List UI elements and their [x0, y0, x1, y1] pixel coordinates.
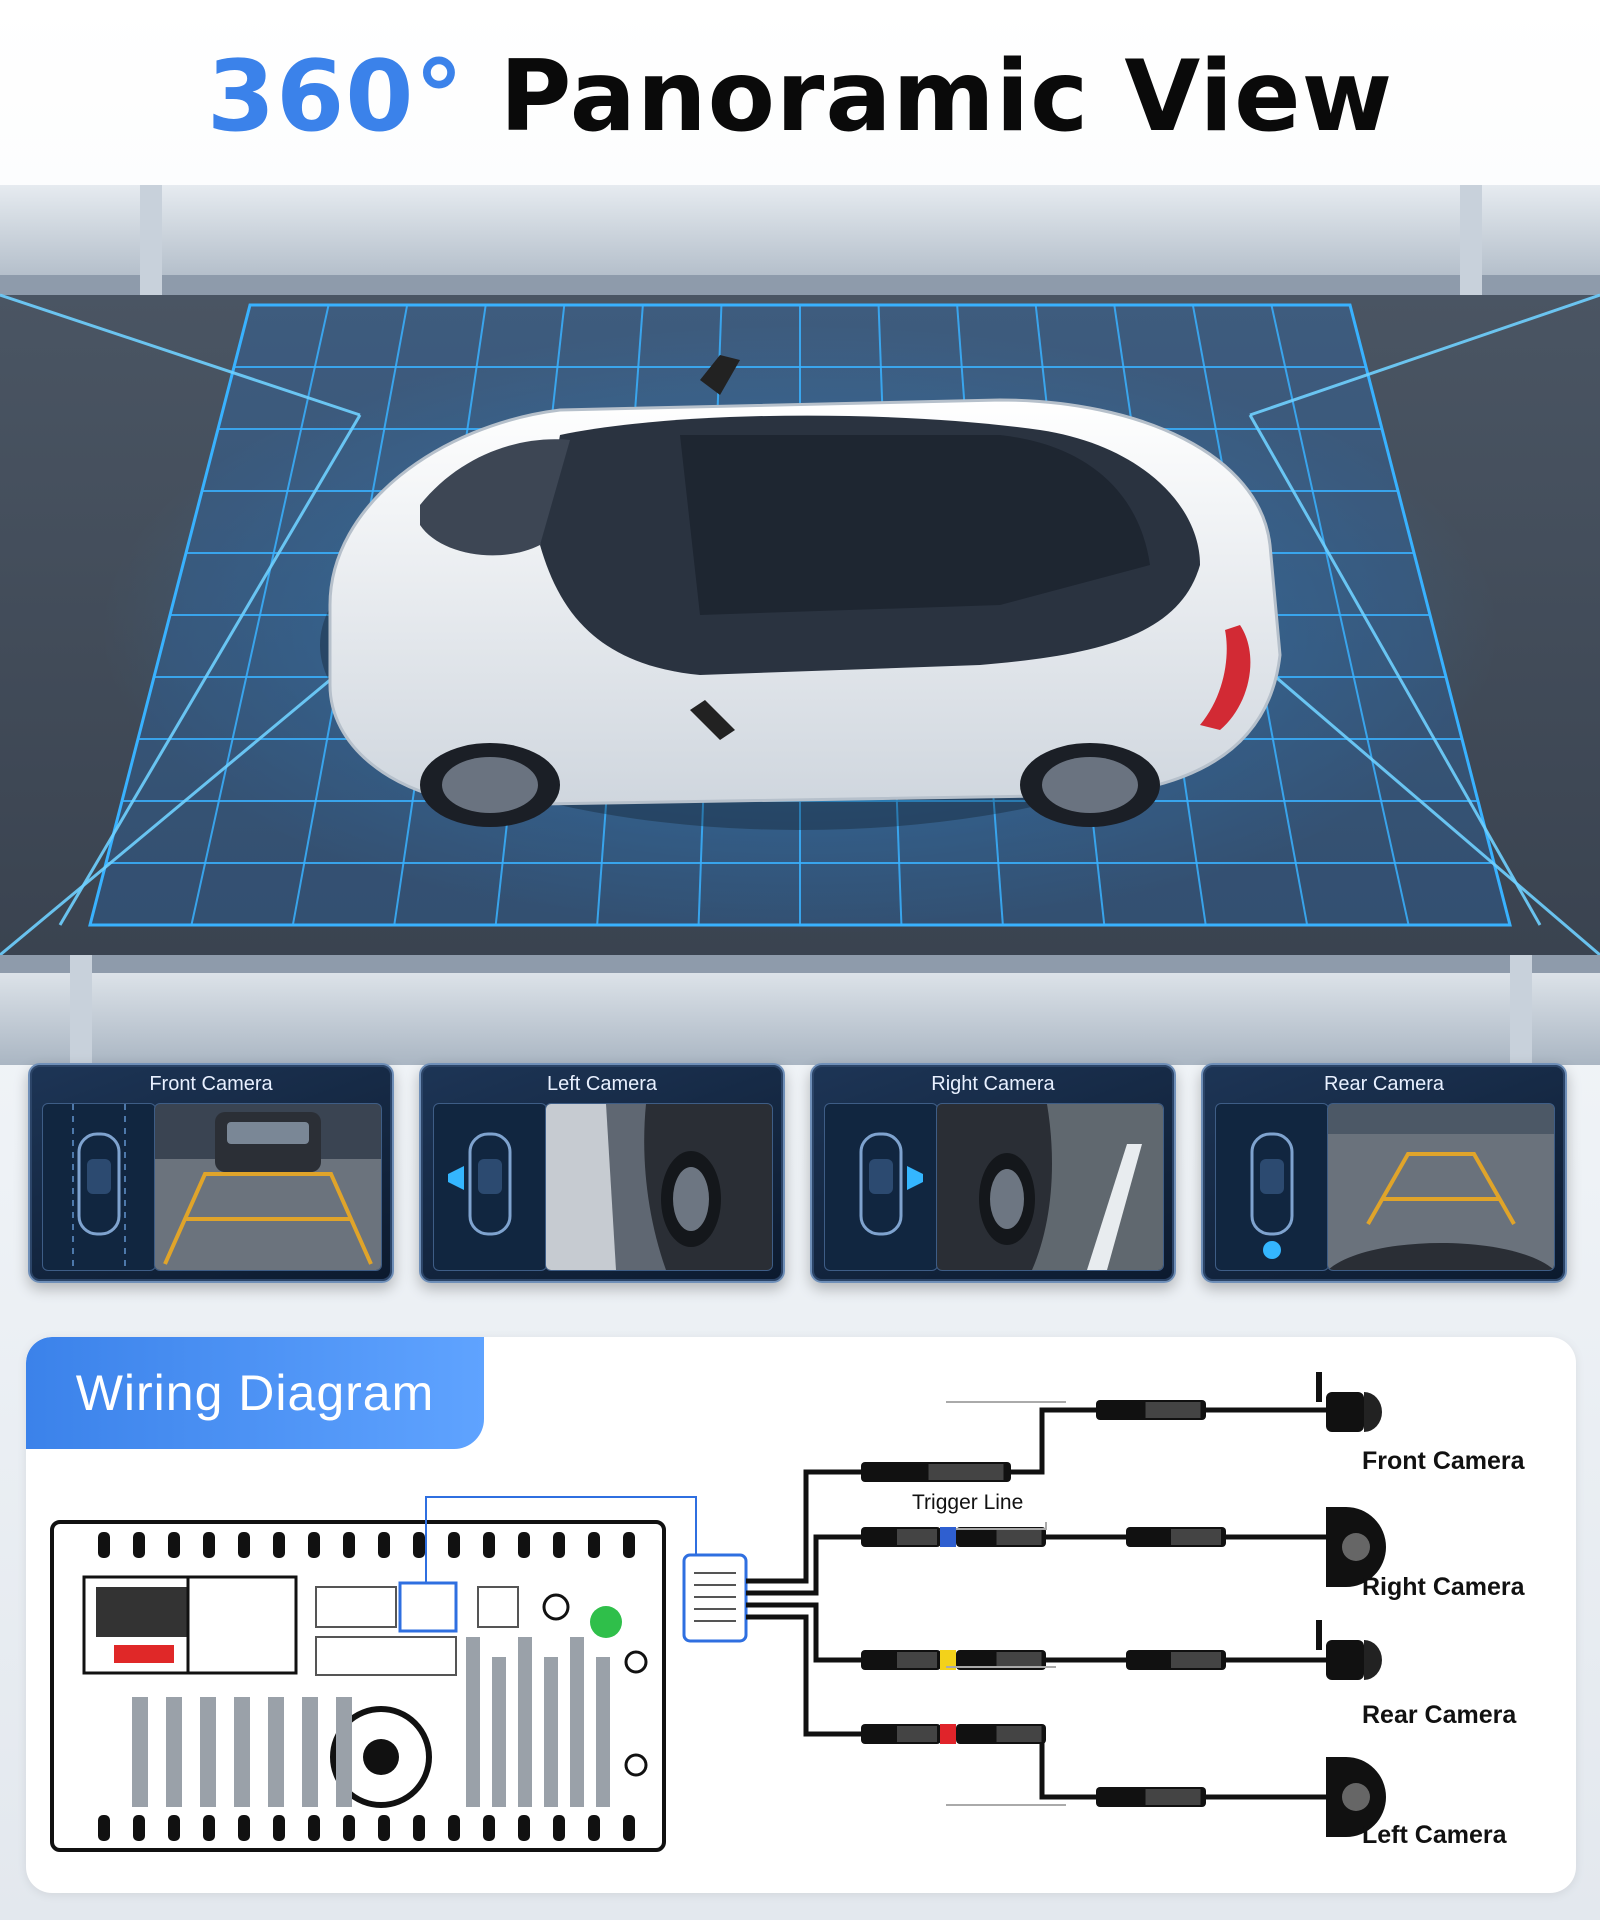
head-unit-back-panel	[50, 1520, 666, 1852]
car-topview	[433, 1103, 547, 1271]
camera-card-right: Right Camera	[810, 1063, 1176, 1283]
wiring-diagram-panel: Wiring Diagram	[26, 1337, 1576, 1893]
title-main: Panoramic View	[499, 40, 1394, 154]
camera-card-title: Rear Camera	[1323, 1073, 1445, 1095]
hero-illustration	[0, 185, 1600, 1065]
camera-feed-left	[545, 1103, 773, 1271]
junction-box	[425, 1496, 748, 1643]
front-camera-icon	[1316, 1372, 1382, 1432]
page-title: 360° Panoramic View	[0, 40, 1600, 154]
camera-connector-highlight	[398, 1581, 458, 1633]
hero-scene	[0, 185, 1600, 1065]
connector-red	[940, 1724, 956, 1744]
camera-card-title: Left Camera	[546, 1073, 658, 1095]
camera-card-left: Left Camera	[419, 1063, 785, 1283]
camera-card-rear: Rear Camera	[1201, 1063, 1567, 1283]
car-illustration	[320, 355, 1282, 830]
left-camera-icon	[1326, 1757, 1386, 1837]
rear-camera-icon	[1316, 1620, 1382, 1680]
trigger-connector-blue	[940, 1527, 956, 1547]
wiring-label-rear: Rear Camera	[1362, 1701, 1517, 1729]
wiring-label-left: Left Camera	[1362, 1821, 1507, 1849]
car-topview	[824, 1103, 938, 1271]
right-camera-icon	[1326, 1507, 1386, 1587]
car-topview	[1215, 1103, 1329, 1271]
camera-feed-right	[936, 1103, 1164, 1271]
connector-yellow	[940, 1650, 956, 1670]
camera-cables	[746, 1407, 1326, 1800]
title-accent: 360°	[206, 40, 465, 154]
camera-card-title: Front Camera	[149, 1073, 273, 1095]
trigger-line-label: Trigger Line	[912, 1491, 1024, 1514]
wiring-label-right: Right Camera	[1362, 1573, 1525, 1601]
camera-feed-front	[154, 1103, 382, 1271]
camera-card-title: Right Camera	[931, 1073, 1055, 1095]
wiring-label-front: Front Camera	[1362, 1447, 1525, 1475]
wiring-schematic	[50, 1372, 1386, 1852]
camera-feed-rear	[1327, 1103, 1555, 1271]
car-topview	[42, 1103, 156, 1271]
camera-card-front: Front Camera	[28, 1063, 394, 1283]
wiring-diagram-heading: Wiring Diagram	[26, 1337, 484, 1449]
bottom-guard-rail	[0, 955, 1600, 1065]
